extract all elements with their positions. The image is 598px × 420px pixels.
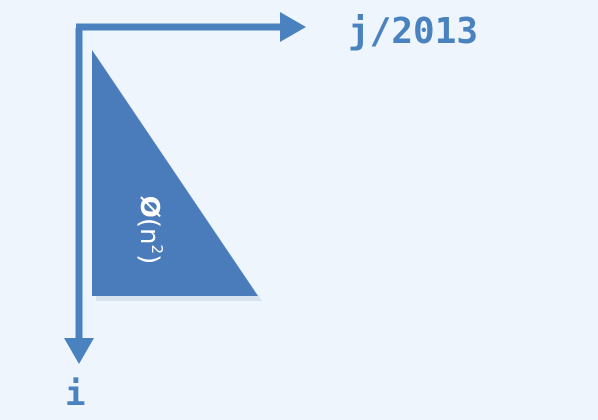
n-base: n: [134, 228, 164, 244]
exponent-2: 2: [148, 245, 166, 255]
close-paren: ): [134, 254, 164, 264]
axis-j-label: j/2013: [348, 11, 478, 52]
triangle-complexity-label: Ø(n2): [134, 196, 166, 264]
axis-i-arrowhead: [64, 338, 94, 364]
axis-j-arrowhead: [280, 12, 306, 42]
open-paren: (: [134, 218, 164, 228]
svg-text:Ø(n2): Ø(n2): [134, 196, 166, 264]
complexity-triangle: [92, 50, 258, 296]
phi-symbol: Ø: [134, 196, 164, 218]
axis-i-label: i: [65, 374, 85, 414]
